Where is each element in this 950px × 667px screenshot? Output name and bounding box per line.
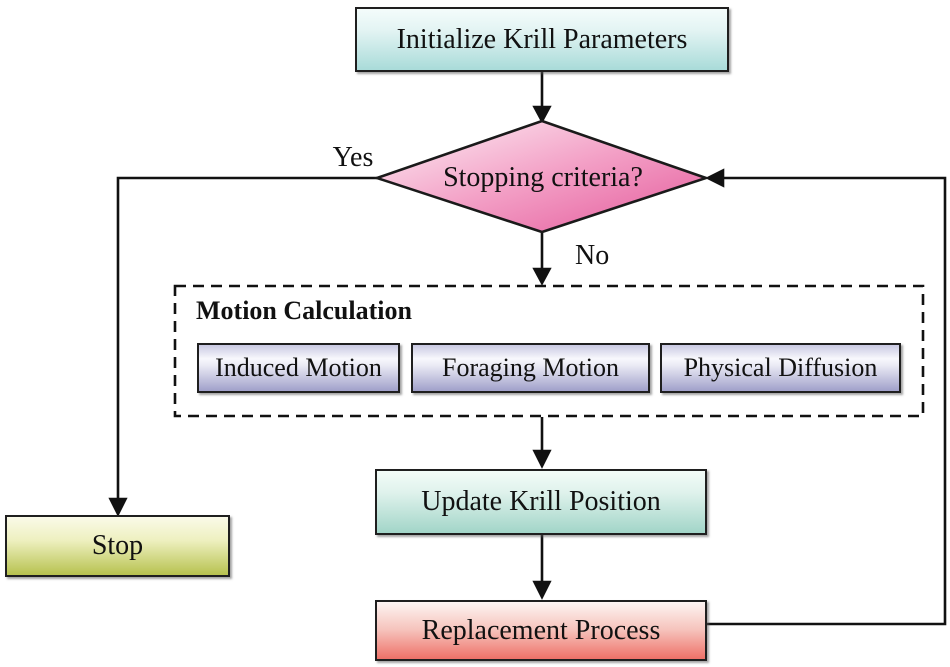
arrowhead-down-icon bbox=[532, 267, 552, 286]
arrowhead-down-icon bbox=[532, 449, 552, 469]
decision-diamond bbox=[372, 119, 711, 234]
node-replacement-label: Replacement Process bbox=[421, 614, 661, 646]
edge-motion-to-update bbox=[532, 417, 552, 469]
edge-yes-to-stop bbox=[108, 176, 377, 517]
yes-label: Yes bbox=[332, 142, 374, 173]
arrowhead-down-icon bbox=[532, 105, 552, 124]
node-initialize-label: Initialize Krill Parameters bbox=[396, 23, 688, 55]
node-replacement-process: Replacement Process bbox=[375, 600, 707, 661]
node-initialize: Initialize Krill Parameters bbox=[355, 7, 729, 72]
node-induced-motion: Induced Motion bbox=[197, 343, 400, 393]
node-physical-diffusion: Physical Diffusion bbox=[660, 343, 901, 393]
node-foraging-motion: Foraging Motion bbox=[411, 343, 650, 393]
no-label: No bbox=[575, 240, 610, 271]
arrowhead-down-icon bbox=[532, 580, 552, 600]
decision-label: Stopping criteria? bbox=[402, 159, 684, 197]
node-physical-diffusion-label: Physical Diffusion bbox=[683, 353, 878, 383]
edge-update-to-replacement bbox=[532, 535, 552, 600]
node-update-label: Update Krill Position bbox=[421, 486, 661, 518]
node-induced-motion-label: Induced Motion bbox=[215, 353, 382, 383]
arrowhead-down-icon bbox=[108, 497, 128, 517]
arrowhead-left-icon bbox=[705, 168, 725, 188]
node-stop-label: Stop bbox=[91, 530, 144, 562]
node-stop: Stop bbox=[5, 515, 230, 577]
motion-group-box bbox=[173, 284, 925, 418]
edge-init-to-decision bbox=[532, 72, 552, 124]
node-foraging-motion-label: Foraging Motion bbox=[442, 353, 619, 383]
node-update-krill-position: Update Krill Position bbox=[375, 469, 707, 535]
edge-decision-to-motion bbox=[532, 233, 552, 286]
motion-group-title: Motion Calculation bbox=[196, 296, 412, 325]
decision-label-text: Stopping criteria? bbox=[443, 162, 643, 193]
edge-replacement-to-decision bbox=[705, 168, 947, 626]
